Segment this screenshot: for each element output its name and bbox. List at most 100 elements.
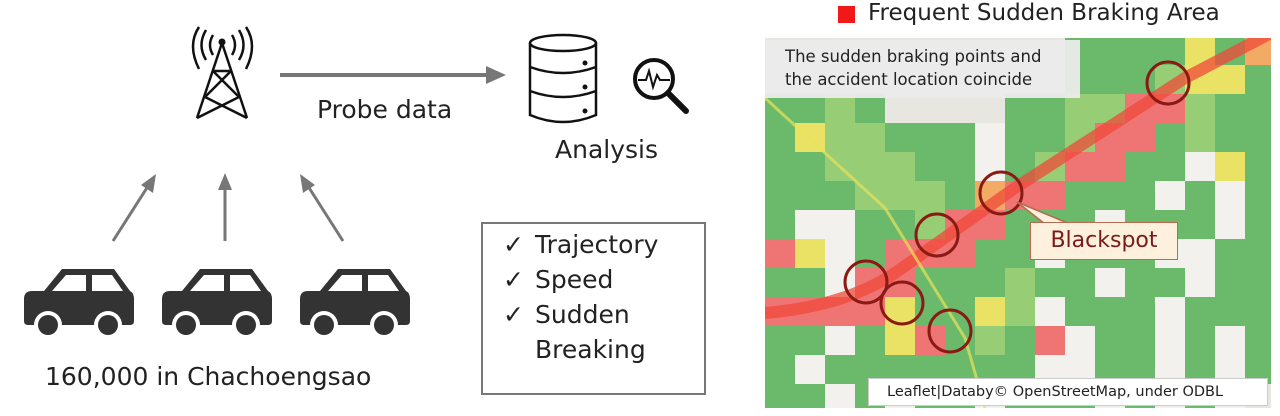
heatmap-cell [795, 239, 825, 268]
heatmap-cell [795, 152, 825, 181]
heatmap-cell [975, 297, 1005, 326]
heatmap-cell [825, 181, 855, 210]
heatmap-cell [795, 268, 825, 297]
analysis-magnifier-icon [633, 58, 689, 114]
heatmap-cell [1035, 123, 1065, 152]
heatmap-cell [1155, 326, 1185, 355]
database-icon [528, 33, 598, 124]
legend-label: Frequent Sudden Braking Area [868, 0, 1220, 26]
heatmap-cell [945, 239, 975, 268]
heatmap-cell [1215, 210, 1245, 239]
heatmap-cell [1035, 268, 1065, 297]
check-icon: ✓ [503, 265, 524, 294]
blackspot-circle [927, 308, 973, 354]
heatmap-cell [945, 152, 975, 181]
heatmap-cell [795, 210, 825, 239]
heatmap-cell [1245, 152, 1271, 181]
heatmap-cell [1065, 181, 1095, 210]
car-icon [162, 269, 272, 339]
item-label: Speed [535, 265, 614, 294]
heatmap-cell [1035, 297, 1065, 326]
blackspot-circle [879, 280, 925, 326]
heatmap-cell [1215, 268, 1245, 297]
heatmap-cell [1155, 152, 1185, 181]
heatmap-cell [855, 210, 885, 239]
heatmap-cell [825, 239, 855, 268]
heatmap-cell [1185, 326, 1215, 355]
heatmap-cell [765, 152, 795, 181]
blackspot-circle [978, 170, 1024, 216]
heatmap-cell [1155, 268, 1185, 297]
heatmap-cell [1185, 268, 1215, 297]
blackspot-circle [914, 212, 960, 258]
heatmap-cell [1155, 38, 1185, 65]
map-attribution[interactable]: Leaflet|Databy© OpenStreetMap, under ODB… [868, 378, 1268, 406]
heatmap-cell [945, 268, 975, 297]
heatmap-cell [975, 239, 1005, 268]
heatmap-cell [765, 210, 795, 239]
heatmap-cell [1125, 326, 1155, 355]
heatmap-cell [1095, 181, 1125, 210]
heatmap-cell [1215, 326, 1245, 355]
heatmap-cell [1095, 152, 1125, 181]
checklist-item-speed: ✓ Speed [503, 265, 613, 294]
heatmap-cell [975, 326, 1005, 355]
heatmap-cell [1245, 65, 1271, 94]
heatmap-cell [765, 384, 795, 408]
heatmap-cell [1215, 65, 1245, 94]
secondary-road [765, 96, 987, 408]
heatmap-cell [1215, 123, 1245, 152]
heatmap-cell [1035, 94, 1065, 123]
caption-line: the accident location coincide [785, 70, 1033, 89]
heatmap-cell [795, 384, 825, 408]
heatmap-cell [1155, 123, 1185, 152]
heatmap-cell [1005, 326, 1035, 355]
heatmap-cell [1065, 268, 1095, 297]
heatmap-cell [765, 181, 795, 210]
heatmap-cell [765, 94, 795, 123]
heatmap-cell [1245, 94, 1271, 123]
heatmap-cell [1245, 123, 1271, 152]
heatmap-cell [1035, 181, 1065, 210]
heatmap-cell [1065, 326, 1095, 355]
heatmap-cell [915, 123, 945, 152]
heatmap-cell [795, 355, 825, 384]
heatmap-cell [795, 326, 825, 355]
heatmap-cell [1095, 326, 1125, 355]
checklist-item-continuation: Breaking [535, 335, 646, 364]
heatmap-cell [1245, 268, 1271, 297]
item-label: Sudden [535, 300, 630, 329]
heatmap-cell [1155, 181, 1185, 210]
heatmap-cell [825, 210, 855, 239]
heatmap-cell [945, 181, 975, 210]
heatmap-cell [855, 239, 885, 268]
heatmap-cell [1215, 239, 1245, 268]
heatmap-cell [765, 355, 795, 384]
heatmap-cell [855, 152, 885, 181]
heatmap-cell [1185, 123, 1215, 152]
heatmap-cell [1095, 297, 1125, 326]
heatmap-cell [1125, 38, 1155, 65]
heatmap-cell [855, 94, 885, 123]
analysis-label: Analysis [555, 135, 659, 164]
heatmap-cell [1245, 326, 1271, 355]
heatmap-cell [1125, 268, 1155, 297]
heatmap-cell [1005, 94, 1035, 123]
data-checklist: ✓Trajectory ✓Speed ✓Sudden Breaking [481, 222, 706, 395]
heatmap-cell [1095, 65, 1125, 94]
heatmap-cell [1185, 94, 1215, 123]
probe-data-label: Probe data [317, 95, 453, 124]
heatmap-cell [1125, 123, 1155, 152]
heatmap-cell [1245, 239, 1271, 268]
probe-arrow [280, 66, 506, 84]
heatmap-cell [1245, 181, 1271, 210]
map-caption: The sudden braking points and the accide… [765, 40, 1080, 98]
heatmap-cell [765, 268, 795, 297]
heatmap-cell [1185, 297, 1215, 326]
heatmap-cell [1035, 326, 1065, 355]
heatmap-cell [825, 355, 855, 384]
caption-line: The sudden braking points and [785, 47, 1042, 66]
car-icon [300, 269, 410, 339]
heatmap-cell [1005, 268, 1035, 297]
heatmap-cell [855, 326, 885, 355]
